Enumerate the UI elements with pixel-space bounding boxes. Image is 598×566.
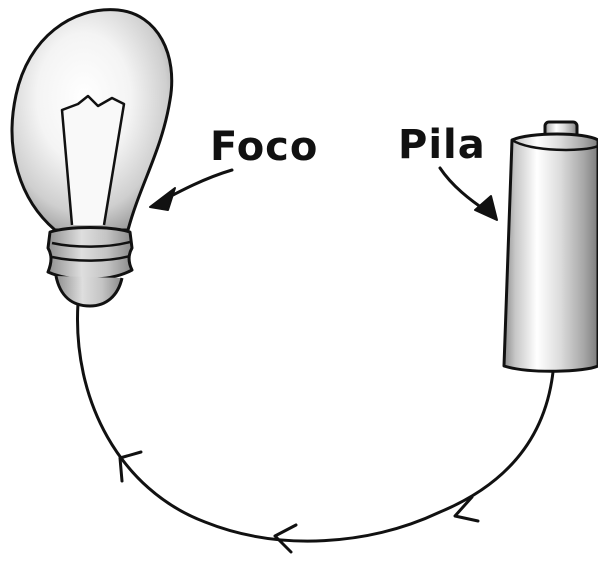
battery-icon <box>502 120 598 373</box>
current-arrow-bottom <box>273 523 298 554</box>
bulb-screw-thread-2 <box>51 254 131 262</box>
circuit-wire <box>75 301 555 543</box>
bulb-contact-cap <box>54 275 124 308</box>
battery-top-rim <box>511 138 598 152</box>
light-bulb-icon <box>10 8 174 308</box>
bulb-screw-base <box>46 226 134 281</box>
current-arrow-right <box>453 495 480 523</box>
bulb-pointer-arrowhead <box>149 187 176 211</box>
bulb-filament <box>60 94 126 226</box>
battery-label: Pila <box>398 122 486 168</box>
battery-body <box>502 132 598 373</box>
bulb-screw-thread-1 <box>51 240 131 248</box>
current-arrow-left <box>118 450 143 483</box>
bulb-label: Foco <box>210 124 318 170</box>
battery-pointer-arrowhead <box>474 195 498 221</box>
